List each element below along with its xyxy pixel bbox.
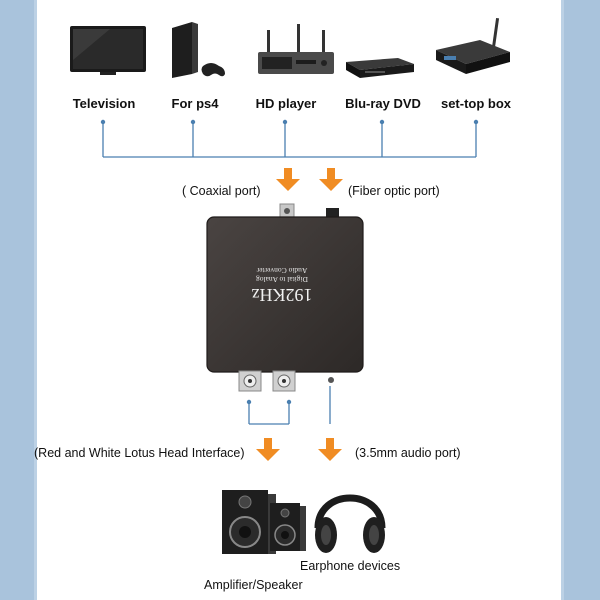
source-label-television: Television (72, 96, 136, 111)
optical-port (326, 208, 339, 217)
output-connection-dots (246, 399, 292, 405)
rca-jack-right (272, 370, 296, 392)
source-label-bluray: Blu-ray DVD (345, 96, 421, 111)
hd-player-icon (258, 24, 334, 74)
bluray-player-icon (346, 58, 414, 78)
rca-arrow (256, 438, 280, 461)
coaxial-jack (279, 203, 295, 219)
output-connection-lines (248, 386, 331, 425)
aux-jack (328, 377, 334, 383)
speaker-icon (222, 490, 306, 554)
television-icon (70, 26, 146, 75)
aux-port-label: (3.5mm audio port) (355, 446, 461, 460)
converter-rate-text: 192KHz (252, 285, 313, 305)
headphones-icon (314, 494, 386, 553)
game-console-icon (172, 22, 225, 78)
converter-desc-line2: Audio Converter (256, 266, 307, 275)
fiber-arrow (319, 168, 343, 191)
source-label-hd-player: HD player (255, 96, 317, 111)
coaxial-arrow (276, 168, 300, 191)
coaxial-port-label: ( Coaxial port) (182, 184, 261, 198)
rca-jack-left (238, 370, 262, 392)
speaker-label: Amplifier/Speaker (204, 578, 303, 592)
left-side-bar (0, 0, 37, 600)
fiber-port-label: (Fiber optic port) (348, 184, 440, 198)
aux-arrow (318, 438, 342, 461)
source-label-ps4: For ps4 (171, 96, 219, 111)
source-connection-dots (100, 119, 479, 125)
source-connection-lines (102, 122, 477, 158)
set-top-box-icon (436, 18, 510, 74)
right-side-bar (561, 0, 600, 600)
source-label-set-top-box: set-top box (440, 96, 512, 111)
converter-desc-line1: Digital to Analog (256, 275, 308, 284)
earphone-label: Earphone devices (300, 559, 401, 573)
rca-interface-label: (Red and White Lotus Head Interface) (34, 446, 245, 460)
